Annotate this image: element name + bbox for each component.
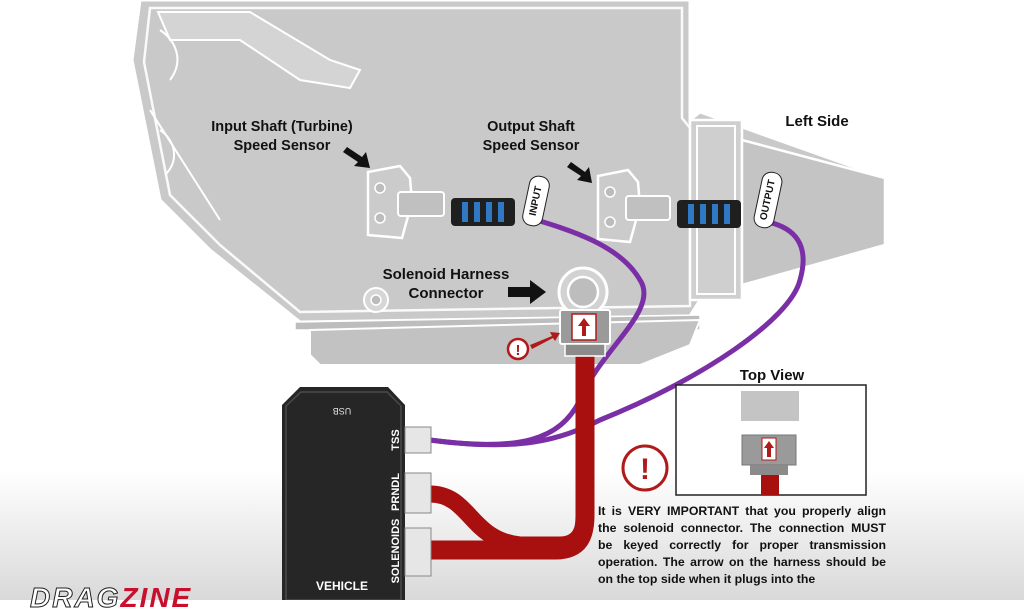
input-speed-sensor	[366, 164, 445, 240]
brand-part1: DRAG	[29, 582, 121, 613]
output-sensor-label-line2: Speed Sensor	[483, 138, 580, 154]
output-tss-wire	[429, 219, 806, 448]
solenoids-label: SOLENOIDS	[390, 519, 402, 584]
output-speed-sensor	[596, 168, 671, 244]
top-view-panel: Top View	[675, 367, 867, 496]
left-side-label: Left Side	[785, 113, 848, 130]
solenoid-label-line1: Solenoid Harness	[383, 266, 510, 283]
output-wire-tag: OUTPUT	[753, 171, 783, 229]
warning-prefix: It is	[598, 504, 629, 518]
solenoid-harness	[430, 350, 595, 560]
plug-warning-icon: !	[506, 337, 530, 361]
plug-warning-mark: !	[516, 342, 521, 359]
warning-emphasis: VERY IMPORTANT	[628, 504, 740, 518]
plug-warning-pointer-icon	[530, 332, 560, 349]
tss-label: TSS	[390, 429, 402, 450]
top-view-arrow-icon	[764, 441, 774, 457]
output-sensor-label-line1: Output Shaft	[487, 119, 575, 135]
input-sensor-connector	[451, 198, 515, 226]
large-warning-icon: !	[621, 444, 669, 492]
solenoid-label-line2: Connector	[409, 285, 484, 302]
solenoid-harness-plug	[559, 309, 611, 357]
solenoid-connector-arrow-icon	[508, 280, 546, 304]
wiring-diagram: INPUT OUTPUT Input Shaft (Turbine) Speed…	[0, 0, 1024, 600]
brand-part2: ZINE	[120, 582, 193, 613]
top-view-harness	[761, 475, 779, 495]
usb-label: USB	[333, 406, 352, 416]
input-sensor-label-line1: Input Shaft (Turbine)	[211, 119, 353, 135]
vehicle-label: VEHICLE	[316, 579, 368, 593]
warning-body: that you properly align the solenoid con…	[598, 504, 887, 586]
solenoids-port	[404, 527, 432, 577]
solenoid-port	[557, 266, 609, 318]
controller-module: USB TSS PRNDL SOLENOIDS VEHICLE	[282, 387, 405, 600]
alignment-warning-text: It is VERY IMPORTANT that you properly a…	[598, 503, 886, 588]
input-sensor-arrow-icon	[343, 147, 370, 168]
alignment-arrow-icon	[578, 318, 590, 336]
top-view-port	[741, 391, 799, 421]
large-warning-mark: !	[640, 453, 650, 486]
input-sensor-label-line2: Speed Sensor	[234, 138, 331, 154]
prndl-port	[404, 472, 432, 514]
prndl-label: PRNDL	[390, 473, 402, 511]
output-sensor-connector	[677, 200, 741, 228]
output-sensor-arrow-icon	[567, 162, 592, 183]
top-view-plug-base	[750, 465, 788, 475]
top-view-title: Top View	[740, 367, 805, 384]
bolt-boss	[363, 287, 389, 313]
tss-port	[404, 426, 432, 454]
input-wire-tag: INPUT	[522, 175, 550, 227]
brand-logo: DRAGZINE	[29, 582, 193, 613]
